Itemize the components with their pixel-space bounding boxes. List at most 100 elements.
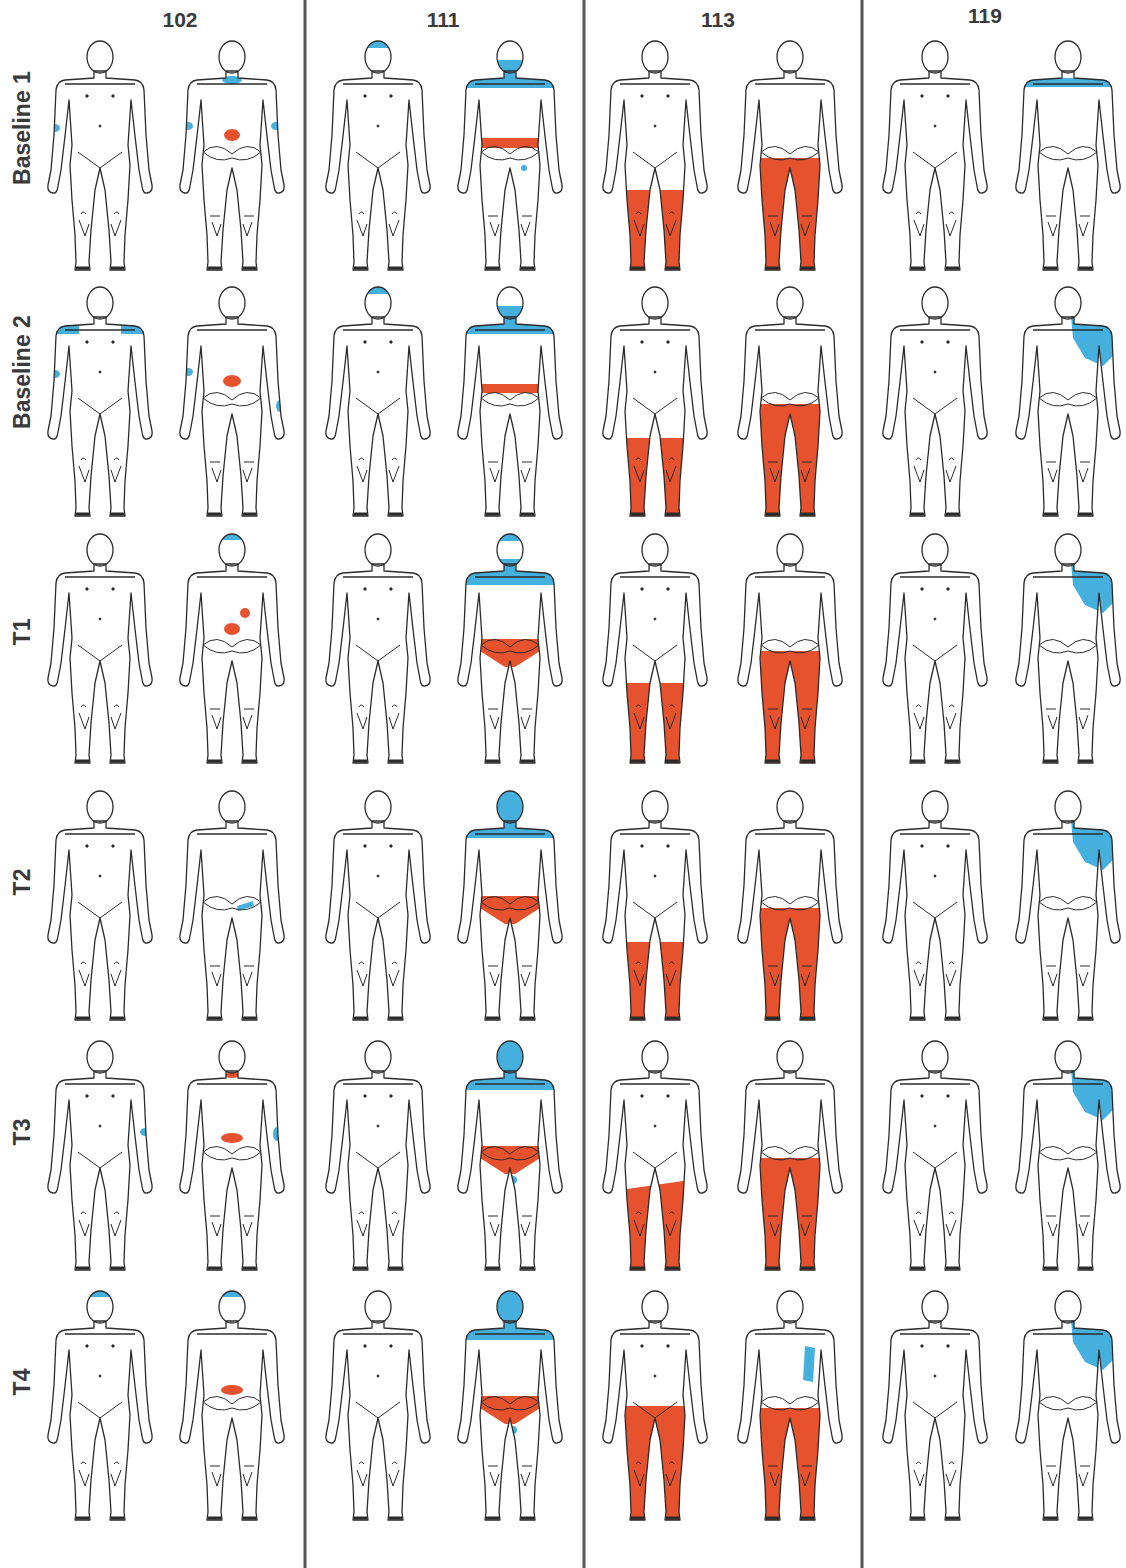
body-fill: [48, 41, 152, 270]
body-outline: [458, 287, 562, 516]
blue-pain-area: [1071, 1070, 1113, 1120]
body-details: [633, 588, 677, 729]
body-fill: [180, 791, 284, 1020]
body-outline: [1016, 41, 1120, 270]
body-details: [1039, 1396, 1097, 1486]
body-outline: [883, 534, 987, 763]
timepoint-label: T3: [9, 1119, 36, 1146]
body-front-view: [48, 287, 152, 516]
body-front-view: [883, 1291, 987, 1520]
body-fill: [603, 287, 707, 516]
body-outline: [738, 791, 842, 1020]
body-details: [356, 95, 400, 236]
body-details: [913, 588, 957, 729]
body-back-view: [738, 791, 842, 1030]
body-fill: [603, 1041, 707, 1270]
body-outline: [326, 1041, 430, 1270]
body-back-view: [180, 287, 284, 516]
body-outline: [883, 791, 987, 1020]
timepoint-label: T2: [9, 869, 36, 896]
body-fill: [738, 1291, 842, 1520]
body-details: [203, 1146, 261, 1236]
body-front-view: [883, 1041, 987, 1270]
blue-pain-area: [183, 122, 193, 130]
body-fill: [1016, 534, 1120, 763]
blue-pain-area: [183, 368, 193, 376]
body-fill: [458, 534, 562, 763]
body-details: [761, 1146, 819, 1236]
pain-regions: [1071, 1320, 1113, 1370]
body-back-view: [1016, 41, 1120, 270]
body-details: [761, 639, 819, 729]
body-front-view: [48, 534, 152, 763]
body-fill: [326, 534, 430, 763]
body-back-view: [455, 1040, 565, 1270]
body-front-view: [326, 286, 430, 516]
body-outline: [738, 534, 842, 763]
body-back-view: [738, 1291, 842, 1530]
body-fill: [738, 1041, 842, 1270]
body-outline: [48, 791, 152, 1020]
body-details: [481, 392, 539, 482]
body-back-view: [738, 534, 842, 773]
pain-regions: [1071, 820, 1113, 870]
body-details: [78, 1345, 122, 1486]
body-outline: [326, 287, 430, 516]
body-back-view: [455, 790, 565, 1020]
body-details: [203, 639, 261, 729]
pain-regions: [50, 323, 147, 378]
body-outline: [48, 1291, 152, 1520]
body-front-view: [883, 287, 987, 516]
red-pain-area: [221, 1385, 243, 1395]
body-outline: [738, 41, 842, 270]
body-back-view: [180, 533, 284, 763]
body-details: [356, 845, 400, 986]
body-outline: [603, 287, 707, 516]
red-pain-area: [479, 138, 541, 148]
timepoint-label: Baseline 1: [9, 71, 36, 185]
body-front-view: [603, 1291, 707, 1530]
body-front-view: [883, 534, 987, 763]
pain-regions: [217, 1290, 247, 1395]
body-details: [78, 341, 122, 482]
body-back-view: [738, 287, 842, 526]
body-outline: [603, 791, 707, 1020]
body-outline: [1016, 534, 1120, 763]
body-fill: [48, 287, 152, 516]
body-outline: [180, 41, 284, 270]
body-front-view: [326, 791, 430, 1020]
body-details: [356, 1095, 400, 1236]
body-fill: [326, 1291, 430, 1520]
body-fill: [603, 534, 707, 763]
body-outline: [458, 41, 562, 270]
body-fill: [180, 41, 284, 270]
body-back-view: [458, 287, 562, 516]
body-details: [356, 588, 400, 729]
body-details: [633, 1095, 677, 1236]
body-back-view: [180, 1290, 284, 1520]
body-outline: [458, 791, 562, 1020]
body-details: [1039, 1146, 1097, 1236]
red-pain-area: [479, 384, 541, 393]
body-fill: [883, 41, 987, 270]
body-details: [1039, 896, 1097, 986]
body-details: [481, 1396, 539, 1486]
body-outline: [458, 1291, 562, 1520]
blue-pain-area: [455, 1290, 565, 1340]
body-front-view: [326, 1041, 430, 1270]
blue-pain-area: [465, 559, 555, 585]
body-outline: [180, 791, 284, 1020]
patient-id: 111: [427, 8, 460, 32]
body-front-view: [883, 41, 987, 270]
body-outline: [738, 287, 842, 516]
body-back-view: [1016, 1291, 1120, 1520]
body-details: [913, 1095, 957, 1236]
body-front-view: [603, 534, 707, 773]
body-fill: [180, 534, 284, 763]
body-fill: [458, 41, 562, 270]
body-details: [78, 1095, 122, 1236]
body-outline: [603, 534, 707, 763]
body-outline: [1016, 1291, 1120, 1520]
body-outline: [180, 1291, 284, 1520]
body-fill: [326, 1041, 430, 1270]
